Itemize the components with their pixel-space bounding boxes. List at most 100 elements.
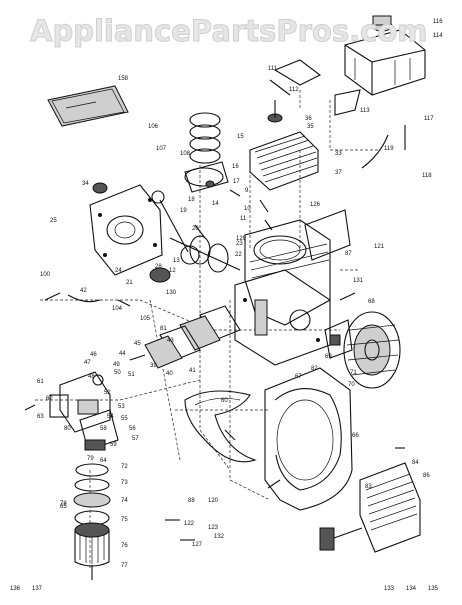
part-number-label: 116	[433, 19, 443, 25]
carburetor-part	[49, 371, 119, 451]
part-number-label: 129	[236, 236, 247, 242]
part-number-label: 137	[32, 586, 43, 592]
connecting-rod-part	[151, 190, 200, 265]
crankcase-cover-part	[89, 182, 163, 276]
part-number-label: 33	[335, 151, 342, 157]
part-number-label: 112	[289, 87, 299, 93]
part-number-label: 20	[192, 226, 199, 232]
flywheel-part	[343, 311, 401, 389]
part-number-label: 48	[88, 374, 95, 380]
ignition-coil-part	[324, 319, 353, 359]
part-number-label: 15	[237, 134, 244, 140]
part-number-label: 131	[353, 278, 364, 284]
part-number-label: 10	[244, 206, 251, 212]
part-number-label: 9	[245, 188, 249, 194]
part-number-label: 74	[121, 498, 128, 504]
part-number-label: 114	[433, 33, 443, 39]
part-number-label: 84	[412, 460, 419, 466]
part-number-label: 46	[90, 352, 97, 358]
part-number-label: 123	[208, 525, 219, 531]
part-number-label: 41	[189, 368, 196, 374]
part-number-label: 58	[100, 426, 107, 432]
part-number-label: 113	[360, 108, 370, 114]
part-number-label: 121	[374, 244, 385, 250]
part-number-label: 136	[10, 586, 21, 592]
part-number-label: 119	[384, 146, 394, 152]
part-number-label: 104	[112, 306, 123, 312]
part-number-label: 59	[110, 442, 117, 448]
part-number-label: 44	[119, 351, 126, 357]
part-number-label: 45	[134, 341, 141, 347]
part-number-label: 130	[166, 290, 177, 296]
part-number-label: 158	[118, 76, 129, 82]
elbow-and-plug-part	[269, 79, 406, 169]
part-number-label: 122	[184, 521, 195, 527]
part-number-label: 18	[188, 197, 195, 203]
part-number-label: 79	[87, 456, 94, 462]
part-number-label: 39	[150, 363, 157, 369]
part-number-label: 81	[160, 326, 167, 332]
part-number-label: 133	[384, 586, 395, 592]
air-filter-part	[73, 463, 111, 580]
part-number-label: 67	[295, 374, 302, 380]
part-number-label: 25	[50, 218, 57, 224]
part-number-label: 43	[167, 338, 174, 344]
part-number-label: 16	[232, 164, 239, 170]
fasteners	[24, 189, 405, 541]
manual-book-part	[47, 85, 129, 127]
part-number-label: 56	[129, 426, 136, 432]
cylinder-head-part	[249, 100, 319, 191]
part-number-label: 108	[180, 151, 191, 157]
part-number-label: 52	[104, 390, 111, 396]
assembly-lines	[35, 90, 380, 570]
part-number-label: 100	[40, 272, 51, 278]
part-number-label: 65	[60, 504, 67, 510]
part-number-label: 37	[335, 170, 342, 176]
part-number-label: 75	[121, 517, 128, 523]
part-number-label: 118	[422, 173, 432, 179]
fuel-tank-part	[344, 15, 426, 96]
part-number-label: 63	[37, 414, 44, 420]
part-number-label: 117	[424, 116, 434, 122]
part-number-label: 28	[155, 264, 162, 270]
part-number-label: 60	[221, 398, 228, 404]
part-number-label: 126	[310, 202, 321, 208]
part-number-label: 57	[132, 436, 139, 442]
part-number-label: 19	[180, 208, 187, 214]
part-number-label: 88	[188, 498, 195, 504]
reed-valve-part	[144, 305, 241, 369]
blower-housing-part	[264, 367, 353, 511]
part-number-label: 120	[208, 498, 219, 504]
part-number-label: 87	[345, 251, 352, 257]
part-number-label: 21	[126, 280, 133, 286]
crankshaft-part	[149, 235, 241, 283]
part-number-label: 68	[368, 299, 375, 305]
part-number-label: 69	[325, 354, 332, 360]
part-number-label: 51	[128, 372, 135, 378]
part-number-label: 17	[233, 179, 240, 185]
part-number-label: 47	[84, 360, 91, 366]
part-number-label: 106	[148, 124, 159, 130]
cylinder-block-part	[234, 219, 331, 366]
part-number-label: 14	[212, 201, 219, 207]
part-number-label: 80	[64, 426, 71, 432]
part-number-label: 61	[37, 379, 44, 385]
part-number-label: 71	[350, 370, 357, 376]
part-number-labels: 1161141111121131171191183635333715810610…	[10, 19, 443, 592]
part-number-label: 40	[166, 371, 173, 377]
part-number-label: 127	[192, 542, 203, 548]
part-number-label: 66	[352, 433, 359, 439]
part-number-label: 35	[307, 124, 314, 130]
part-number-label: 13	[173, 258, 180, 264]
part-number-label: 24	[115, 268, 122, 274]
part-number-label: 73	[121, 480, 128, 486]
part-number-label: 105	[140, 316, 151, 322]
part-number-label: 72	[121, 464, 128, 470]
muffler-part	[319, 462, 421, 553]
part-number-label: 53	[118, 404, 125, 410]
watermark-text: AppliancePartsPros.com	[29, 14, 428, 49]
part-number-label: 76	[121, 543, 128, 549]
part-number-label: 111	[268, 66, 278, 72]
part-number-label: 82	[311, 366, 318, 372]
